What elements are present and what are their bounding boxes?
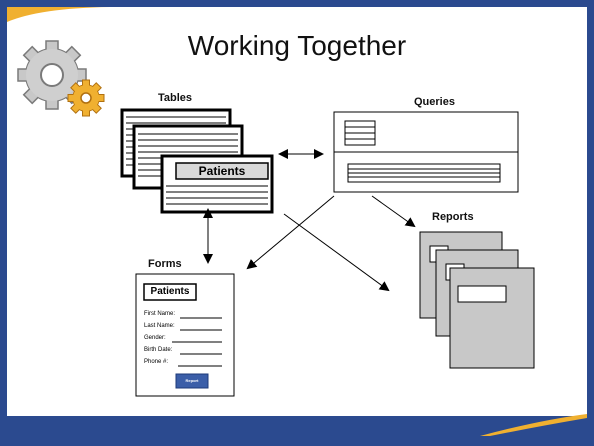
queries-label: Queries — [414, 96, 455, 108]
tables-stack — [120, 108, 274, 214]
form-field-birth-date: Birth Date: — [144, 347, 173, 353]
forms-label: Forms — [148, 258, 182, 270]
connector-queries-reports — [371, 195, 416, 228]
form-field-gender: Gender: — [144, 335, 166, 341]
corner-accent — [7, 7, 110, 22]
form-field-first-name: First Name: — [144, 311, 176, 317]
form-field-last-name: Last Name: — [144, 323, 175, 329]
table-card-front — [160, 154, 274, 214]
connector-queries-forms — [246, 195, 335, 270]
form-title: Patients — [150, 286, 190, 297]
slide-frame-left — [0, 0, 7, 446]
connector-tables-reports — [283, 213, 390, 292]
reports-label: Reports — [432, 211, 474, 223]
form-box — [135, 273, 235, 397]
bottom-accent — [480, 414, 587, 436]
table-name: Patients — [198, 164, 246, 178]
gears-icon — [17, 40, 105, 117]
tables-label: Tables — [158, 92, 193, 104]
slide-frame-top — [0, 0, 594, 7]
form-report-button[interactable]: Report — [185, 378, 199, 383]
slide-title: Working Together — [187, 30, 407, 61]
reports-stack — [419, 231, 535, 369]
form-field-phone: Phone #: — [144, 359, 169, 365]
slide-frame-bottom — [0, 416, 594, 446]
queries-box — [333, 111, 519, 193]
slide-frame-right — [587, 0, 594, 446]
